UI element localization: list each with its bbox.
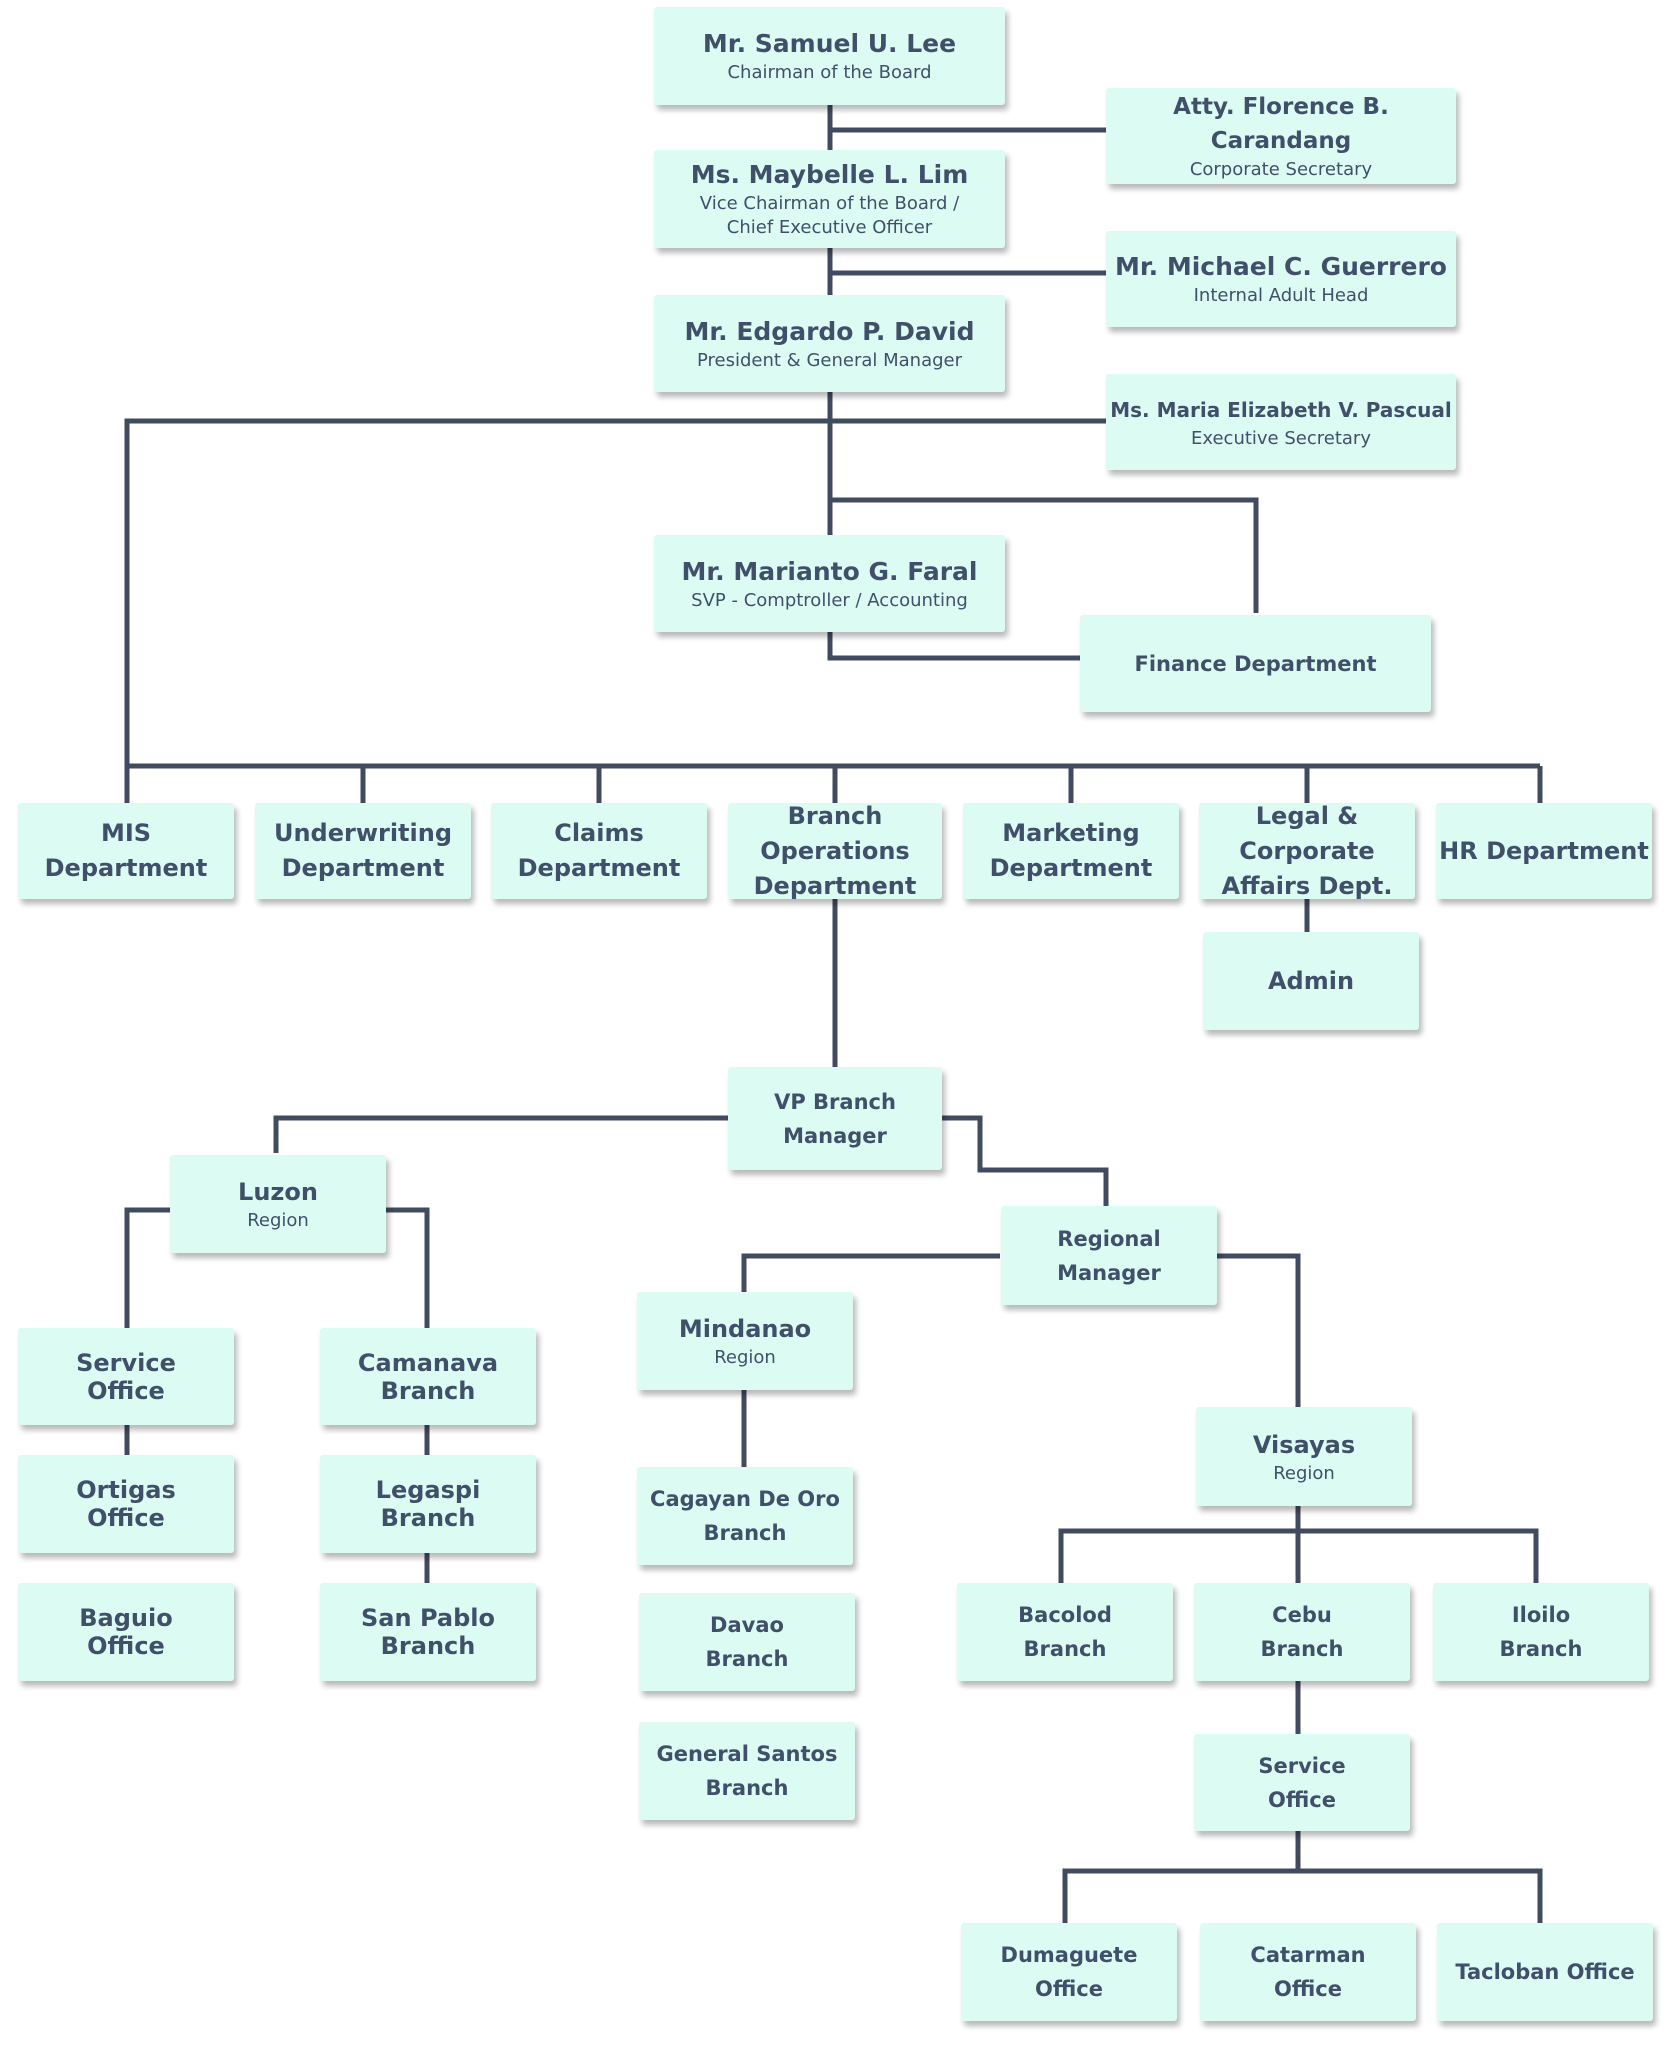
corp-secretary-title: Corporate Secretary xyxy=(1189,159,1373,180)
node-cebu-branch: Cebu Branch xyxy=(1194,1583,1410,1681)
node-iloilo-branch: Iloilo Branch xyxy=(1433,1583,1649,1681)
marketing-label: Marketing Department xyxy=(989,819,1153,882)
node-visayas-region: Visayas Region xyxy=(1196,1407,1412,1506)
mindanao-name: Mindanao xyxy=(678,1315,812,1343)
comptroller-name: Mr. Marianto G. Faral xyxy=(681,556,978,586)
node-visayas-service-office: Service Office xyxy=(1194,1734,1410,1831)
node-cagayan-de-oro-branch: Cagayan De Oro Branch xyxy=(637,1467,853,1565)
node-ortigas-office: Ortigas Office xyxy=(18,1455,234,1553)
luzon-name: Luzon xyxy=(238,1178,318,1206)
president-name: Mr. Edgardo P. David xyxy=(684,316,975,346)
node-davao-branch: Davao Branch xyxy=(639,1593,855,1691)
chairman-title: Chairman of the Board xyxy=(727,62,932,83)
node-branch-operations-department: Branch Operations Department xyxy=(728,802,942,900)
node-mindanao-region: Mindanao Region xyxy=(637,1292,853,1390)
vice-chairman-title: Vice Chairman of the Board / Chief Execu… xyxy=(699,193,960,238)
luzon-sub: Region xyxy=(247,1210,309,1231)
underwriting-label: Underwriting Department xyxy=(273,819,453,882)
vice-chairman-name: Ms. Maybelle L. Lim xyxy=(690,160,969,189)
node-general-santos-branch: General Santos Branch xyxy=(639,1722,855,1820)
node-claims-department: Claims Department xyxy=(491,803,707,899)
node-san-pablo-branch: San Pablo Branch xyxy=(320,1583,536,1681)
visayas-office-label: Catarman Office xyxy=(1250,1943,1366,2001)
connector-finance-top xyxy=(830,497,1259,613)
connector-regional-mindanao xyxy=(741,1253,1000,1292)
internal-audit-title: Internal Adult Head xyxy=(1193,285,1369,306)
node-bacolod-branch: Bacolod Branch xyxy=(957,1583,1173,1681)
mindanao-branch-label: Cagayan De Oro Branch xyxy=(650,1487,840,1545)
visayas-sub: Region xyxy=(1273,1462,1335,1484)
corp-secretary-name: Atty. Florence B. Carandang xyxy=(1173,94,1389,154)
connector-luzon-branches xyxy=(385,1207,430,1328)
node-luzon-service-office: Service Office xyxy=(18,1328,234,1425)
node-baguio-office: Baguio Office xyxy=(18,1583,234,1681)
exec-secretary-title: Executive Secretary xyxy=(1191,428,1371,449)
connector-vp-luzon xyxy=(273,1115,728,1153)
president-title: President & General Manager xyxy=(697,349,962,371)
node-regional-manager: Regional Manager xyxy=(1001,1206,1217,1305)
node-chairman: Mr. Samuel U. Lee Chairman of the Board xyxy=(654,7,1005,105)
vp-branch-manager-label: VP Branch Manager xyxy=(774,1089,896,1148)
connector-exec-secretary-mis xyxy=(124,418,1110,803)
node-finance-department: Finance Department xyxy=(1080,615,1431,712)
node-underwriting-department: Underwriting Department xyxy=(255,803,471,899)
luzon-office-label: Baguio Office xyxy=(79,1604,173,1660)
node-admin: Admin xyxy=(1203,932,1419,1030)
exec-secretary-name: Ms. Maria Elizabeth V. Pascual xyxy=(1110,398,1452,422)
node-catarman-office: Catarman Office xyxy=(1200,1923,1416,2021)
node-dumaguete-office: Dumaguete Office xyxy=(961,1923,1177,2021)
mindanao-sub: Region xyxy=(714,1347,776,1368)
node-vice-chairman: Ms. Maybelle L. Lim Vice Chairman of the… xyxy=(654,150,1005,248)
visayas-branch-label: Bacolod Branch xyxy=(1018,1603,1112,1661)
visayas-branch-label: Cebu Branch xyxy=(1260,1603,1344,1661)
branch-ops-label: Branch Operations Department xyxy=(753,801,917,900)
visayas-office-label: Tacloban Office xyxy=(1455,1960,1635,1984)
node-tacloban-office: Tacloban Office xyxy=(1437,1923,1653,2021)
visayas-branch-label: Iloilo Branch xyxy=(1499,1603,1583,1661)
legal-label: Legal & Corporate Affairs Dept. xyxy=(1221,801,1393,900)
regional-manager-label: Regional Manager xyxy=(1057,1226,1161,1285)
node-legaspi-branch: Legaspi Branch xyxy=(320,1455,536,1553)
node-president: Mr. Edgardo P. David President & General… xyxy=(654,295,1005,392)
connector-regional-visayas xyxy=(1214,1253,1301,1407)
node-legal-department: Legal & Corporate Affairs Dept. xyxy=(1199,802,1415,900)
node-internal-audit: Mr. Michael C. Guerrero Internal Adult H… xyxy=(1106,231,1456,327)
internal-audit-name: Mr. Michael C. Guerrero xyxy=(1115,252,1447,281)
node-marketing-department: Marketing Department xyxy=(963,803,1179,899)
node-camanava-branch: Camanava Branch xyxy=(320,1328,536,1425)
connector-luzon-offices xyxy=(124,1207,170,1328)
finance-label: Finance Department xyxy=(1134,651,1377,676)
comptroller-title: SVP - Comptroller / Accounting xyxy=(691,589,968,611)
luzon-branch-label: Camanava Branch xyxy=(357,1348,499,1405)
luzon-office-label: Ortigas Office xyxy=(76,1476,176,1532)
luzon-branch-label: Legaspi Branch xyxy=(375,1476,481,1532)
connector-service-offices xyxy=(1062,1829,1543,1923)
luzon-office-label: Service Office xyxy=(76,1348,176,1405)
connector-vp-regional xyxy=(940,1115,1109,1206)
connector-finance-bottom xyxy=(827,632,1080,661)
mis-label: MIS Department xyxy=(44,819,208,882)
node-corporate-secretary: Atty. Florence B. Carandang Corporate Se… xyxy=(1106,88,1456,184)
claims-label: Claims Department xyxy=(517,819,681,882)
luzon-branch-label: San Pablo Branch xyxy=(361,1604,495,1660)
node-hr-department: HR Department xyxy=(1436,803,1652,899)
connector-visayas-branches xyxy=(1058,1505,1539,1583)
node-comptroller: Mr. Marianto G. Faral SVP - Comptroller … xyxy=(654,535,1005,632)
chairman-name: Mr. Samuel U. Lee xyxy=(702,29,957,58)
node-executive-secretary: Ms. Maria Elizabeth V. Pascual Executive… xyxy=(1106,374,1456,470)
visayas-office-label: Dumaguete Office xyxy=(1000,1943,1138,2001)
visayas-service-office-label: Service Office xyxy=(1258,1753,1346,1812)
node-mis-department: MIS Department xyxy=(18,803,234,899)
mindanao-branch-label: Davao Branch xyxy=(705,1613,789,1671)
mindanao-branch-label: General Santos Branch xyxy=(656,1742,838,1800)
node-luzon-region: Luzon Region xyxy=(170,1155,386,1253)
node-vp-branch-manager: VP Branch Manager xyxy=(728,1067,942,1170)
admin-label: Admin xyxy=(1267,966,1355,995)
visayas-name: Visayas xyxy=(1252,1430,1356,1459)
hr-label: HR Department xyxy=(1439,836,1649,865)
